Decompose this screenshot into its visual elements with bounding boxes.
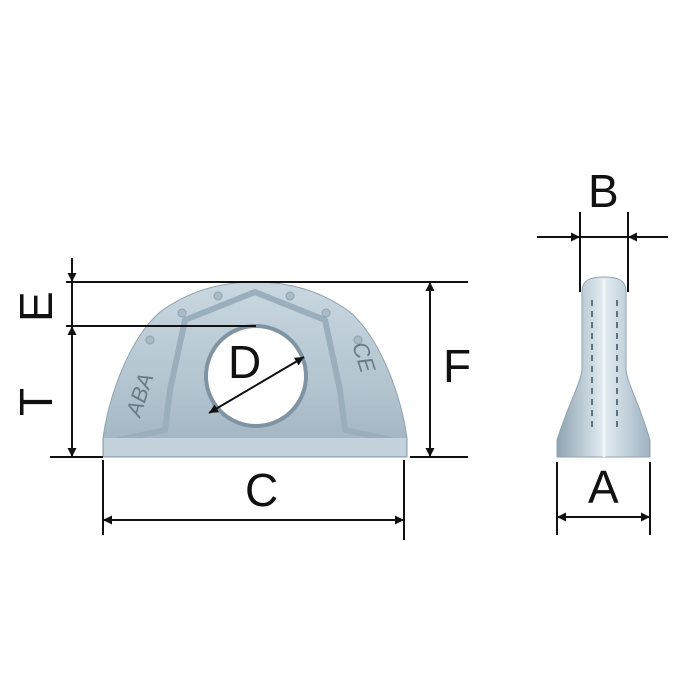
label-f: F	[443, 340, 471, 392]
dimension-d-line	[208, 356, 305, 414]
label-e: E	[10, 291, 62, 322]
inner-rib	[117, 289, 393, 443]
label-a: A	[588, 461, 619, 513]
side-view	[556, 276, 651, 458]
rivet-dots	[145, 291, 363, 345]
label-c: C	[245, 464, 278, 516]
base-flange	[104, 438, 406, 456]
label-t: T	[10, 388, 62, 416]
label-b: B	[588, 165, 619, 217]
extension-lines	[50, 212, 651, 540]
label-d: D	[228, 336, 261, 388]
